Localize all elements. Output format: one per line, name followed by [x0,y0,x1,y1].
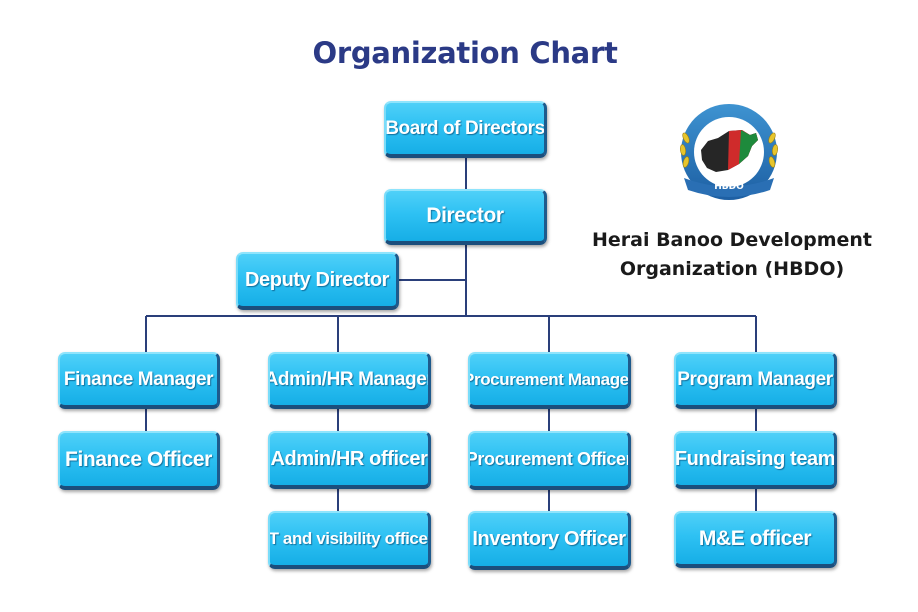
organization-name: Herai Banoo Development Organization (HB… [582,226,882,284]
procurement-manager-box: Procurement Manager [468,352,631,409]
admin-hr-officer-label: Admin/HR officer [270,447,428,470]
logo-text: HBDO [714,182,744,192]
inventory-officer-label: Inventory Officer [472,528,626,550]
fundraising-team-box: Fundraising team [674,431,837,489]
board-of-directors-box: Board of Directors [384,101,547,158]
fundraising-team-label: Fundraising team [674,447,836,470]
procurement-officer-label: Procurement Officer [468,449,631,469]
inventory-officer-box: Inventory Officer [468,511,631,570]
deputy-director-label: Deputy Director [244,268,390,291]
deputy-director-box: Deputy Director [236,252,399,310]
admin-hr-manager-box: Admin/HR Manager [268,352,431,409]
organization-name-line1: Herai Banoo Development [591,229,873,251]
hbdo-logo: HBDO [680,104,778,200]
admin-hr-manager-label: Admin/HR Manager [268,368,431,390]
program-manager-box: Program Manager [674,352,837,409]
director-label: Director [426,204,504,227]
procurement-manager-label: Procurement Manager [468,369,631,389]
afghanistan-map-icon [701,130,758,172]
me-officer-label: M&E officer [698,526,812,550]
director-box: Director [384,189,547,245]
procurement-officer-box: Procurement Officer [468,431,631,490]
organization-name-line2: Organization (HBDO) [619,258,845,280]
finance-manager-box: Finance Manager [58,352,220,409]
finance-manager-label: Finance Manager [63,368,214,390]
chart-title: Organization Chart [312,36,618,70]
program-manager-label: Program Manager [677,368,833,390]
me-officer-box: M&E officer [674,511,837,568]
wheat-wreath-icon [680,132,778,168]
finance-officer-box: Finance Officer [58,431,220,490]
admin-hr-officer-box: Admin/HR officer [268,431,431,489]
board-of-directors-label: Board of Directors [385,117,545,139]
it-visibility-officer-label: IT and visibility officer [268,529,431,548]
finance-officer-label: Finance Officer [65,447,212,471]
it-visibility-officer-box: IT and visibility officer [268,511,431,569]
